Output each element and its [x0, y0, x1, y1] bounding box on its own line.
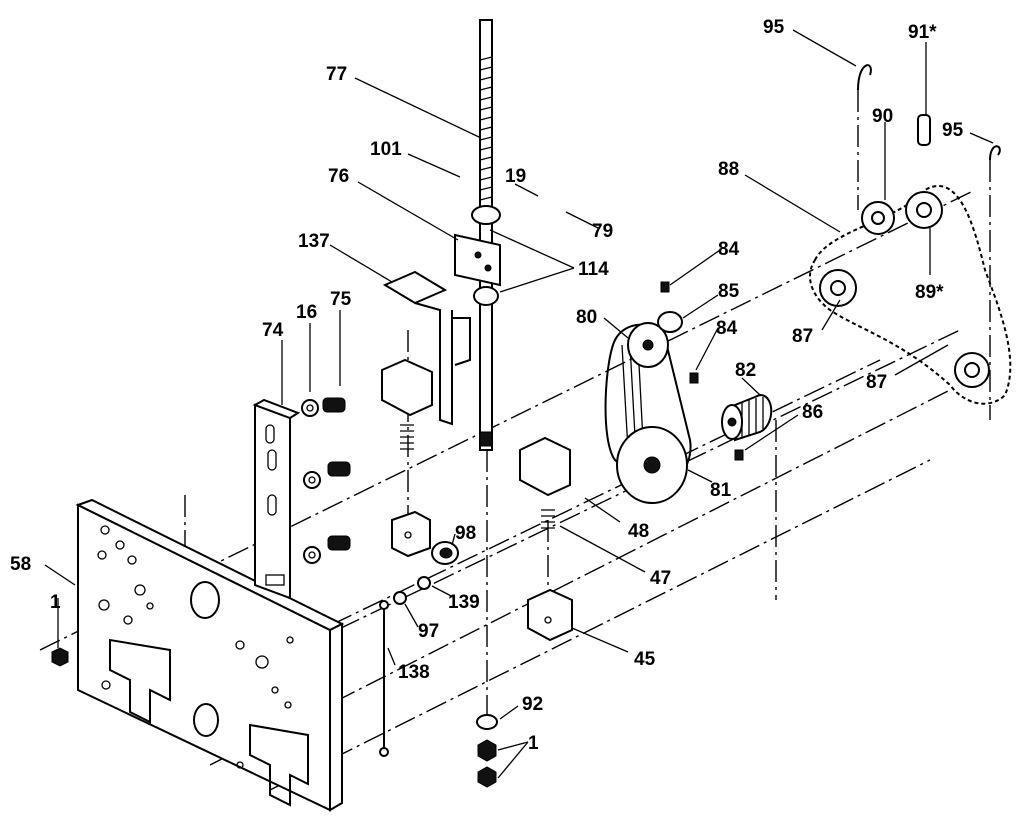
callout-80: 80	[576, 307, 597, 328]
callout-86: 86	[802, 402, 823, 423]
angle-bracket	[382, 270, 471, 426]
cup-clamps	[381, 358, 573, 642]
callout-98: 98	[455, 523, 476, 544]
bracket-plate	[252, 398, 301, 600]
callout-58: 58	[10, 554, 31, 575]
washers-and-screws	[301, 397, 351, 564]
callout-85: 85	[718, 281, 740, 302]
callout-87b: 87	[866, 372, 887, 393]
leader-lines	[44, 29, 994, 779]
callout-77: 77	[326, 64, 347, 85]
callout-88: 88	[718, 159, 739, 180]
callout-19: 19	[505, 166, 526, 187]
callout-95b: 95	[942, 120, 964, 141]
callout-95a: 95	[763, 17, 785, 38]
callout-137: 137	[298, 231, 330, 252]
callout-90: 90	[872, 106, 893, 127]
callout-92: 92	[522, 694, 543, 715]
callout-48: 48	[628, 521, 649, 542]
callout-16: 16	[296, 302, 317, 323]
springs	[400, 424, 555, 529]
callout-labels: 95 91* 77 90 95 101 88 76 19 79 137 114 …	[10, 17, 964, 754]
callout-114: 114	[578, 259, 609, 280]
callout-82: 82	[735, 360, 756, 381]
lead-screw	[479, 19, 493, 451]
callout-101: 101	[370, 139, 402, 160]
chain-drive	[809, 64, 1012, 405]
callout-139: 139	[448, 592, 480, 613]
callout-89: 89*	[915, 282, 944, 303]
callout-1a: 1	[50, 592, 61, 613]
callout-1b: 1	[528, 733, 539, 754]
lower-nuts	[51, 647, 498, 788]
callout-47: 47	[650, 568, 671, 589]
callout-74: 74	[262, 320, 284, 341]
callout-97: 97	[418, 621, 439, 642]
callout-76: 76	[328, 166, 349, 187]
callout-75: 75	[330, 289, 352, 310]
callout-138: 138	[398, 662, 430, 683]
base-plate	[75, 498, 345, 812]
callout-87a: 87	[792, 326, 813, 347]
pinion-gear	[660, 281, 773, 461]
small-hardware	[379, 541, 459, 757]
callout-84a: 84	[718, 239, 740, 260]
callout-81: 81	[710, 480, 732, 501]
callout-91: 91*	[908, 22, 937, 43]
screw-mount-block	[454, 205, 501, 306]
belt-drive	[604, 311, 692, 504]
callout-45: 45	[634, 649, 656, 670]
callout-84b: 84	[716, 318, 738, 339]
callout-79: 79	[592, 221, 613, 242]
